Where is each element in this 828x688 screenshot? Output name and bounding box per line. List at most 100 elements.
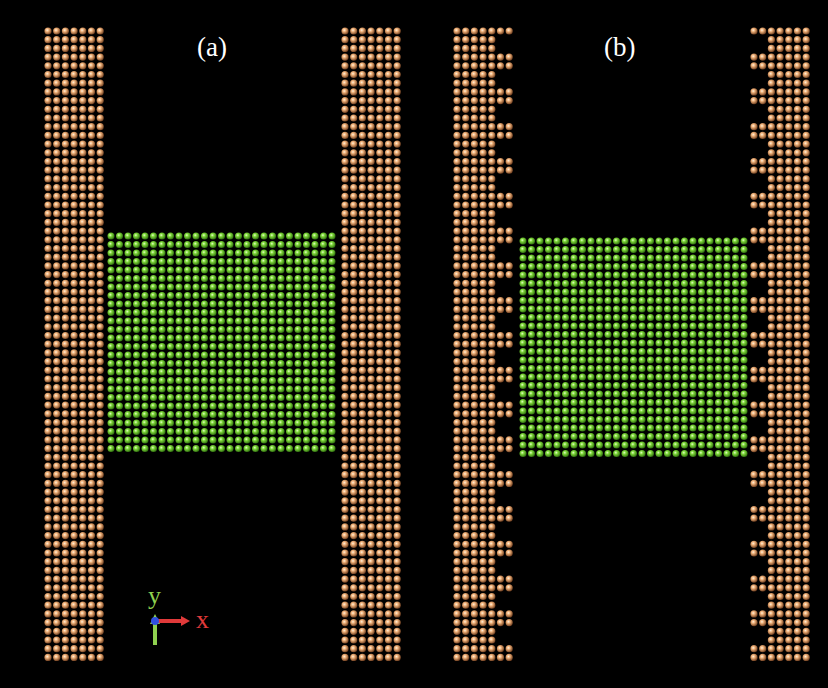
atom (320, 309, 327, 316)
atom (88, 410, 95, 417)
atom (359, 341, 366, 348)
atom (350, 97, 357, 104)
atom (453, 367, 460, 374)
atom (193, 275, 200, 282)
atom (329, 411, 336, 418)
atom (62, 489, 69, 496)
atom (462, 375, 469, 382)
atom (341, 210, 348, 217)
atom (480, 393, 487, 400)
atom (329, 241, 336, 248)
atom (385, 341, 392, 348)
atom (125, 445, 132, 452)
atom (385, 332, 392, 339)
atom (184, 318, 191, 325)
atom (88, 228, 95, 235)
atom (62, 106, 69, 113)
atom (62, 228, 69, 235)
atom (462, 45, 469, 52)
atom (201, 301, 208, 308)
atom (350, 114, 357, 121)
atom (286, 284, 293, 291)
atom (303, 360, 310, 367)
atom (53, 454, 60, 461)
atom (193, 420, 200, 427)
atom (142, 326, 149, 333)
atom (368, 384, 375, 391)
atom (488, 80, 495, 87)
atom (376, 71, 383, 78)
atom (193, 258, 200, 265)
atom (142, 420, 149, 427)
atom (394, 497, 401, 504)
atom (312, 420, 319, 427)
atom (53, 506, 60, 513)
atom (44, 410, 51, 417)
atom (462, 54, 469, 61)
atom (453, 97, 460, 104)
atom (376, 489, 383, 496)
atom (201, 267, 208, 274)
atom (193, 428, 200, 435)
atom (269, 428, 276, 435)
atom (79, 114, 86, 121)
atom (312, 411, 319, 418)
atom (462, 219, 469, 226)
atom (71, 541, 78, 548)
atom (53, 576, 60, 583)
atom (303, 420, 310, 427)
atom (108, 301, 115, 308)
atom (44, 384, 51, 391)
atom (278, 445, 285, 452)
atom (167, 428, 174, 435)
atom (62, 80, 69, 87)
atom (303, 403, 310, 410)
atom (252, 284, 259, 291)
atom (462, 193, 469, 200)
atom (97, 628, 104, 635)
atom (329, 386, 336, 393)
atom (53, 445, 60, 452)
atom (376, 306, 383, 313)
atom (286, 309, 293, 316)
atom (201, 428, 208, 435)
atom (488, 332, 495, 339)
atom (394, 228, 401, 235)
atom (506, 158, 513, 165)
atom (53, 462, 60, 469)
atom (235, 284, 242, 291)
atom (471, 62, 478, 69)
atom (261, 241, 268, 248)
atom (471, 193, 478, 200)
atom (210, 369, 217, 376)
atom (488, 201, 495, 208)
atom (108, 343, 115, 350)
atom (269, 335, 276, 342)
atom (453, 332, 460, 339)
atom (79, 541, 86, 548)
atom (125, 437, 132, 444)
atom (53, 428, 60, 435)
atom (385, 428, 392, 435)
atom (368, 480, 375, 487)
atom (376, 410, 383, 417)
atom (71, 393, 78, 400)
atom (385, 393, 392, 400)
atom (44, 167, 51, 174)
atom (368, 184, 375, 191)
atom (394, 123, 401, 130)
atom (108, 369, 115, 376)
atom (261, 326, 268, 333)
atom (116, 309, 123, 316)
atom (462, 402, 469, 409)
atom (359, 654, 366, 661)
atom (244, 420, 251, 427)
atom (497, 262, 504, 269)
atom (286, 343, 293, 350)
atom (480, 254, 487, 261)
atom (44, 97, 51, 104)
atom (142, 394, 149, 401)
atom (44, 210, 51, 217)
atom (235, 386, 242, 393)
